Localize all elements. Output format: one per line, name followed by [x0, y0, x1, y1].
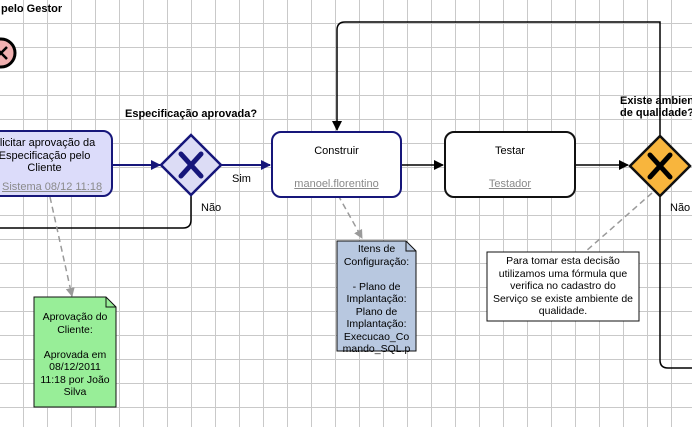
- note-line: mando_SQL.p: [342, 343, 411, 355]
- note-line: utilizamos uma fórmula que: [498, 267, 628, 280]
- association-decisao-note: [584, 192, 653, 253]
- note-decisao-shape[interactable]: [486, 251, 640, 322]
- flow-sim-label: Sim: [232, 173, 251, 185]
- note-line: Implantação:: [346, 293, 407, 305]
- exclusive-x-icon: [647, 152, 673, 180]
- note-line: Implantação:: [346, 318, 407, 330]
- note-line: Plano de: [355, 305, 398, 318]
- gateway-label-line: de qualidade?: [620, 107, 692, 119]
- task-name: Construir: [314, 145, 359, 157]
- note-line: Aprovação do: [42, 311, 108, 323]
- flow-loop-top[interactable]: [332, 21, 661, 138]
- note-line: [34, 336, 116, 349]
- note-line: Para tomar esta decisão: [506, 255, 620, 267]
- exclusive-x-icon: [178, 151, 204, 179]
- association-construir-note: [337, 194, 363, 239]
- note-aprovacao: Aprovação do Cliente: Aprovada em 08/12/…: [34, 311, 116, 399]
- task-construir[interactable]: Construir manoel.florentino: [271, 131, 402, 198]
- gateway-label-line: Existe ambien: [620, 95, 692, 107]
- gateway-ambiente-label: Existe ambien de qualidade?: [620, 95, 692, 119]
- gateway-ambiente[interactable]: [628, 134, 692, 198]
- note-line: Aprovada em: [43, 348, 107, 361]
- note-line: qualidade.: [538, 305, 588, 317]
- note-line: Cliente:: [57, 323, 93, 336]
- gateway-especificacao[interactable]: [159, 133, 223, 197]
- flow-nao-ambiente[interactable]: [659, 196, 692, 369]
- task-assignee-link[interactable]: manoel.florentino: [294, 178, 379, 190]
- note-itens-shape[interactable]: [336, 240, 417, 352]
- flow-nao-label: Não: [201, 202, 222, 214]
- note-line: - Plano de: [352, 280, 401, 293]
- note-line: [337, 268, 416, 281]
- note-line: Itens de: [357, 243, 396, 255]
- note-line: Silva: [63, 386, 87, 398]
- end-event-icon[interactable]: [0, 37, 17, 69]
- task-label-line: Especificação pelo: [0, 149, 91, 162]
- note-line: 08/12/2011: [49, 361, 101, 373]
- note-aprovacao-shape[interactable]: [33, 296, 117, 408]
- association-aprovacao-note: [49, 196, 75, 297]
- task-meta-link[interactable]: Sistema 08/12 11:18: [2, 181, 103, 193]
- note-line: 11:18 por João: [40, 373, 110, 386]
- note-decisao: Para tomar esta decisão utilizamos uma f…: [487, 255, 639, 318]
- note-line: Serviço se existe ambiente de: [492, 292, 634, 305]
- note-line: Configuração:: [343, 255, 410, 268]
- task-assignee-link[interactable]: Testador: [488, 178, 532, 190]
- flow-nao-spec[interactable]: [0, 195, 192, 229]
- task-label-line: Cliente: [27, 162, 62, 174]
- note-line: Execucao_Co: [343, 330, 410, 343]
- note-itens: Itens de Configuração: - Plano de Implan…: [337, 243, 416, 356]
- note-line: verifica no cadastro do: [510, 280, 616, 292]
- gateway-especificacao-label: Especificação aprovada?: [125, 108, 258, 120]
- flow-nao-ambiente-label: Não: [670, 202, 691, 214]
- task-label-line: olicitar aprovação da: [0, 137, 96, 149]
- task-name: Testar: [495, 145, 525, 157]
- task-testar[interactable]: Testar Testador: [444, 131, 576, 198]
- task-solicitar-aprovacao[interactable]: olicitar aprovação da Especificação pelo…: [0, 130, 113, 197]
- lane-title: pelo Gestor: [1, 3, 63, 15]
